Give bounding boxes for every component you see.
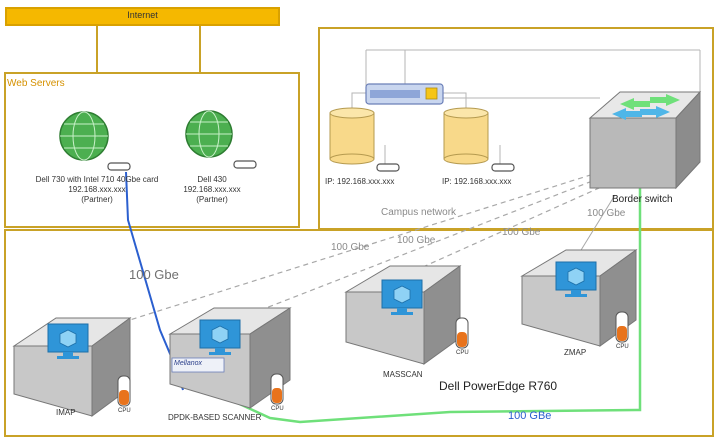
globe-icon [185, 110, 233, 158]
campus-network-label: Campus network [381, 207, 457, 218]
dashed-link-masscan [404, 183, 609, 276]
link-label-dashed-a: 100 Gbe [331, 242, 370, 253]
router-icon [365, 83, 444, 105]
campus-link-db2 [443, 92, 467, 108]
server-dpdk-label: DPDK-BASED SCANNER [168, 413, 262, 422]
internet-bar [5, 7, 280, 26]
server-1-ip: 192.168.xxx.xxx [68, 185, 126, 194]
dashed-link-zmap [577, 194, 616, 256]
cpu-gauge-icon [117, 375, 131, 407]
link-label-switch: 100 Gbe [587, 208, 626, 219]
nic-port-icon [107, 162, 131, 171]
campus-link-db1 [351, 92, 366, 108]
server-imap-label: IMAP [56, 408, 76, 417]
cpu-gauge-icon [615, 311, 629, 343]
globe-icon [59, 111, 109, 161]
nic-port-icon [491, 163, 515, 172]
link-label-dashed-c: 100 Gbe [502, 227, 541, 238]
database-1-ip: IP: 192.168.xxx.xxx [325, 177, 395, 186]
switch-icon [588, 90, 702, 190]
internet-label: Internet [127, 10, 158, 20]
nic-port-icon [376, 163, 400, 172]
cpu-gauge-icon [455, 317, 469, 349]
cpu-label: CPU [118, 408, 131, 414]
link-label-blue: 100 Gbe [129, 267, 179, 282]
server-2-name: Dell 430 [197, 175, 227, 184]
cpu-label: CPU [271, 406, 284, 412]
web-servers-group [4, 72, 300, 228]
platform-label: Dell PowerEdge R760 [439, 379, 558, 393]
cpu-label: CPU [616, 344, 629, 350]
server-2-label: Dell 430 192.168.xxx.xxx (Partner) [172, 175, 252, 205]
server-zmap-label: ZMAP [564, 348, 587, 357]
lab-servers-group [4, 229, 714, 437]
link-label-dashed-b: 100 Gbe [397, 235, 436, 246]
link-label-green: 100 GBe [508, 410, 552, 422]
green-100gbe-link [191, 186, 642, 424]
database-icon [443, 107, 489, 165]
server-2-ip: 192.168.xxx.xxx [183, 185, 241, 194]
server-masscan-label: MASSCAN [383, 370, 423, 379]
server-2-role: (Partner) [196, 195, 228, 204]
server-masscan-icon [344, 265, 462, 365]
cpu-label: CPU [456, 350, 469, 356]
web-servers-title: Web Servers [7, 78, 65, 89]
database-2-ip: IP: 192.168.xxx.xxx [442, 177, 512, 186]
database-icon [329, 107, 375, 165]
server-1-role: (Partner) [81, 195, 113, 204]
server-dpdk-icon [168, 307, 292, 409]
border-switch-label: Border switch [612, 194, 673, 205]
dashed-link-imap [97, 171, 601, 331]
server-imap-icon [12, 317, 132, 417]
dashed-link-dpdk [229, 177, 601, 323]
server-1-name: Dell 730 with Intel 710 40Gbe card [35, 175, 159, 184]
nic-label: Mellanox [174, 360, 203, 367]
server-1-label: Dell 730 with Intel 710 40Gbe card 192.1… [22, 175, 172, 205]
nic-port-icon [233, 160, 257, 169]
cpu-gauge-icon [270, 373, 284, 405]
